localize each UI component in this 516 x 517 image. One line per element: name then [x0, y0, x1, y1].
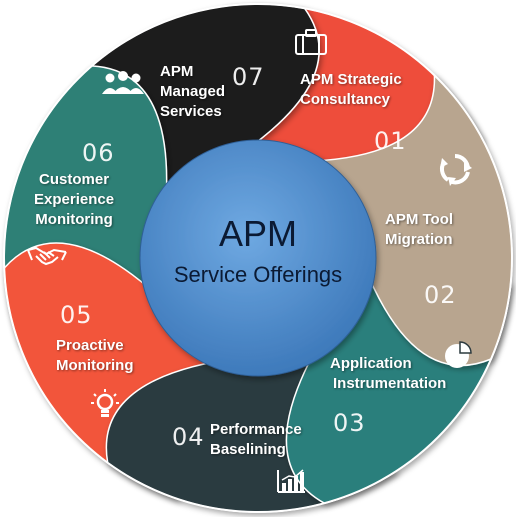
segment-07-title[interactable]: APM Managed Services — [160, 63, 226, 120]
segment-05-number: 05 — [60, 301, 93, 329]
handshake-icon — [27, 246, 67, 266]
light-bulb-icon — [91, 389, 119, 417]
segment-01-title[interactable]: APM Strategic Consultancy — [300, 71, 402, 108]
refresh-cycle-icon — [439, 154, 472, 186]
segment-02-title[interactable]: APM Tool Migration — [385, 211, 454, 248]
pie-chart-icon — [445, 341, 472, 368]
segment-02-number: 02 — [424, 281, 457, 309]
segment-03-title[interactable]: Application Instrumentation — [330, 355, 447, 392]
briefcase-icon — [295, 29, 327, 55]
center-title: APM — [218, 213, 297, 254]
segment-06-number: 06 — [82, 139, 115, 167]
center-circle — [139, 139, 377, 377]
segment-04-number: 04 — [172, 423, 205, 451]
center-subtitle: Service Offerings — [173, 262, 343, 287]
segment-03-number: 03 — [333, 409, 366, 437]
segment-06-title[interactable]: Customer Experience Monitoring — [34, 171, 115, 228]
segment-05-title[interactable]: Proactive Monitoring — [56, 337, 134, 374]
segment-04-title[interactable]: Performance Baselining — [210, 421, 302, 458]
segment-07-number: 07 — [232, 63, 265, 91]
bar-chart-icon — [277, 469, 305, 493]
segments-layer — [3, 3, 513, 513]
segment-01-number: 01 — [374, 127, 407, 155]
team-icon — [102, 71, 144, 94]
outer-ring — [3, 3, 513, 513]
